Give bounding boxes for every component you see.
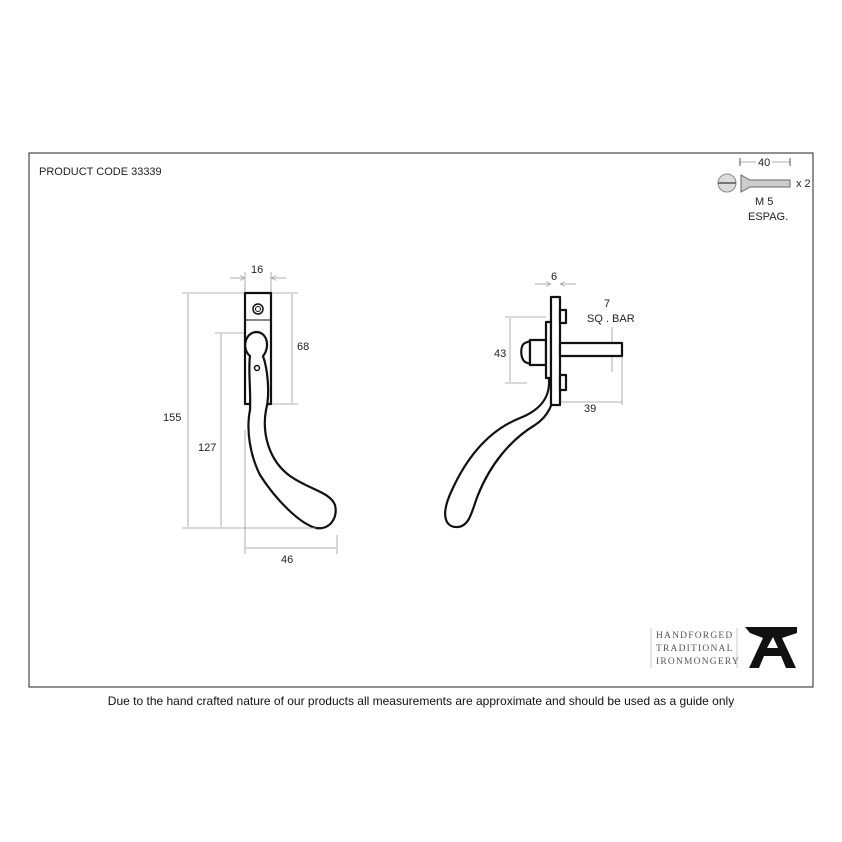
stud-top — [558, 308, 568, 325]
dim-bar-label: SQ . BAR — [587, 313, 635, 325]
side-backplate — [549, 295, 562, 407]
front-view: 16 68 155 127 46 — [163, 264, 338, 566]
spindle-dome — [520, 339, 532, 366]
screw-length-label-bg — [756, 156, 772, 167]
dim-bar-size: 7 — [604, 298, 610, 310]
screw-hole-inner — [255, 306, 261, 312]
screw-quantity: x 2 — [796, 178, 811, 190]
dimension-lines-front — [182, 272, 338, 554]
dim-backplate-height: 68 — [297, 341, 309, 353]
screw-spec: 40 x 2 M 5 ESPAG. — [717, 156, 811, 223]
dim-overall-height: 155 — [163, 412, 181, 424]
screw-length: 40 — [758, 157, 770, 169]
logo-line-3: IRONMONGERY — [656, 657, 740, 667]
screw-size: M 5 — [755, 196, 773, 208]
logo-line-1: HANDFORGED — [656, 631, 733, 641]
pivot-pin-icon — [253, 364, 261, 372]
dimension-lines-side — [505, 284, 623, 405]
screw-hole-icon — [252, 303, 264, 315]
stud-bottom — [558, 373, 568, 392]
anvil-icon — [745, 627, 797, 668]
dim-projection: 46 — [281, 554, 293, 566]
side-view: 6 43 39 7 SQ . BAR — [444, 271, 635, 529]
product-code: PRODUCT CODE 33339 — [39, 166, 162, 178]
brand-logo: HANDFORGED TRADITIONAL IRONMONGERY — [650, 627, 797, 668]
dim-bar-length: 39 — [584, 403, 596, 415]
drawing-frame — [28, 152, 814, 688]
logo-line-2: TRADITIONAL — [656, 644, 734, 654]
dim-width-top: 16 — [251, 264, 263, 276]
spindle-boss — [528, 338, 548, 367]
disclaimer-footer: Due to the hand crafted nature of our pr… — [107, 694, 735, 708]
screw-icon — [740, 174, 791, 193]
handle-outline — [244, 330, 337, 530]
dim-boss-height: 43 — [494, 348, 506, 360]
square-bar — [558, 341, 624, 358]
dim-plate-thickness: 6 — [551, 271, 557, 283]
screw-type: ESPAG. — [748, 211, 788, 223]
dim-handle-height: 127 — [198, 442, 216, 454]
side-handle-outline — [444, 378, 556, 529]
